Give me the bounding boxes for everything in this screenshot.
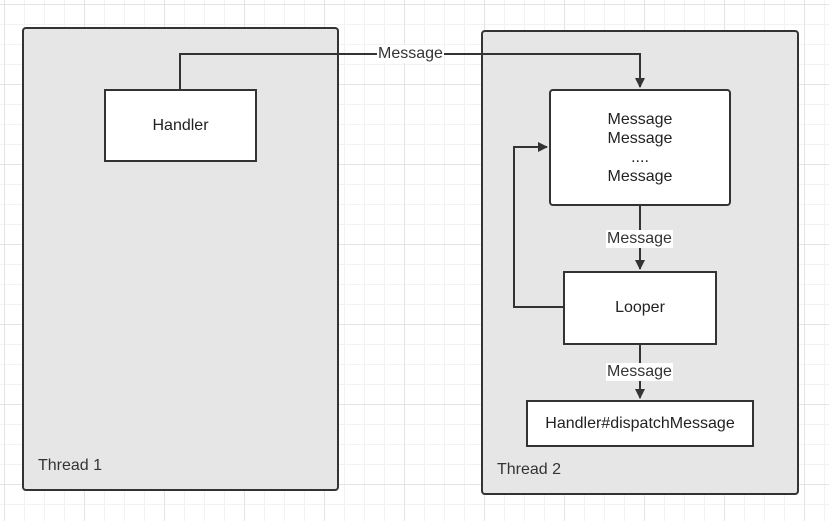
queue-line: .... [631, 148, 649, 166]
handler-node: Handler [104, 89, 257, 162]
thread-1-label: Thread 1 [38, 457, 103, 474]
dispatch-label: Handler#dispatchMessage [545, 414, 735, 432]
edge-label-queue-to-looper: Message [606, 230, 673, 248]
dispatch-message-node: Handler#dispatchMessage [526, 400, 754, 447]
thread-2-label: Thread 2 [497, 461, 562, 478]
queue-line: Message [607, 167, 673, 185]
edge-label-looper-to-dispatch: Message [606, 363, 673, 381]
looper-label: Looper [615, 299, 665, 316]
queue-line: Message [607, 129, 673, 147]
queue-line: Message [607, 110, 673, 128]
message-queue-node: Message Message .... Message [549, 89, 731, 206]
edge-label-handler-to-queue: Message [377, 45, 444, 63]
handler-label: Handler [152, 116, 209, 134]
looper-node: Looper [563, 271, 717, 345]
